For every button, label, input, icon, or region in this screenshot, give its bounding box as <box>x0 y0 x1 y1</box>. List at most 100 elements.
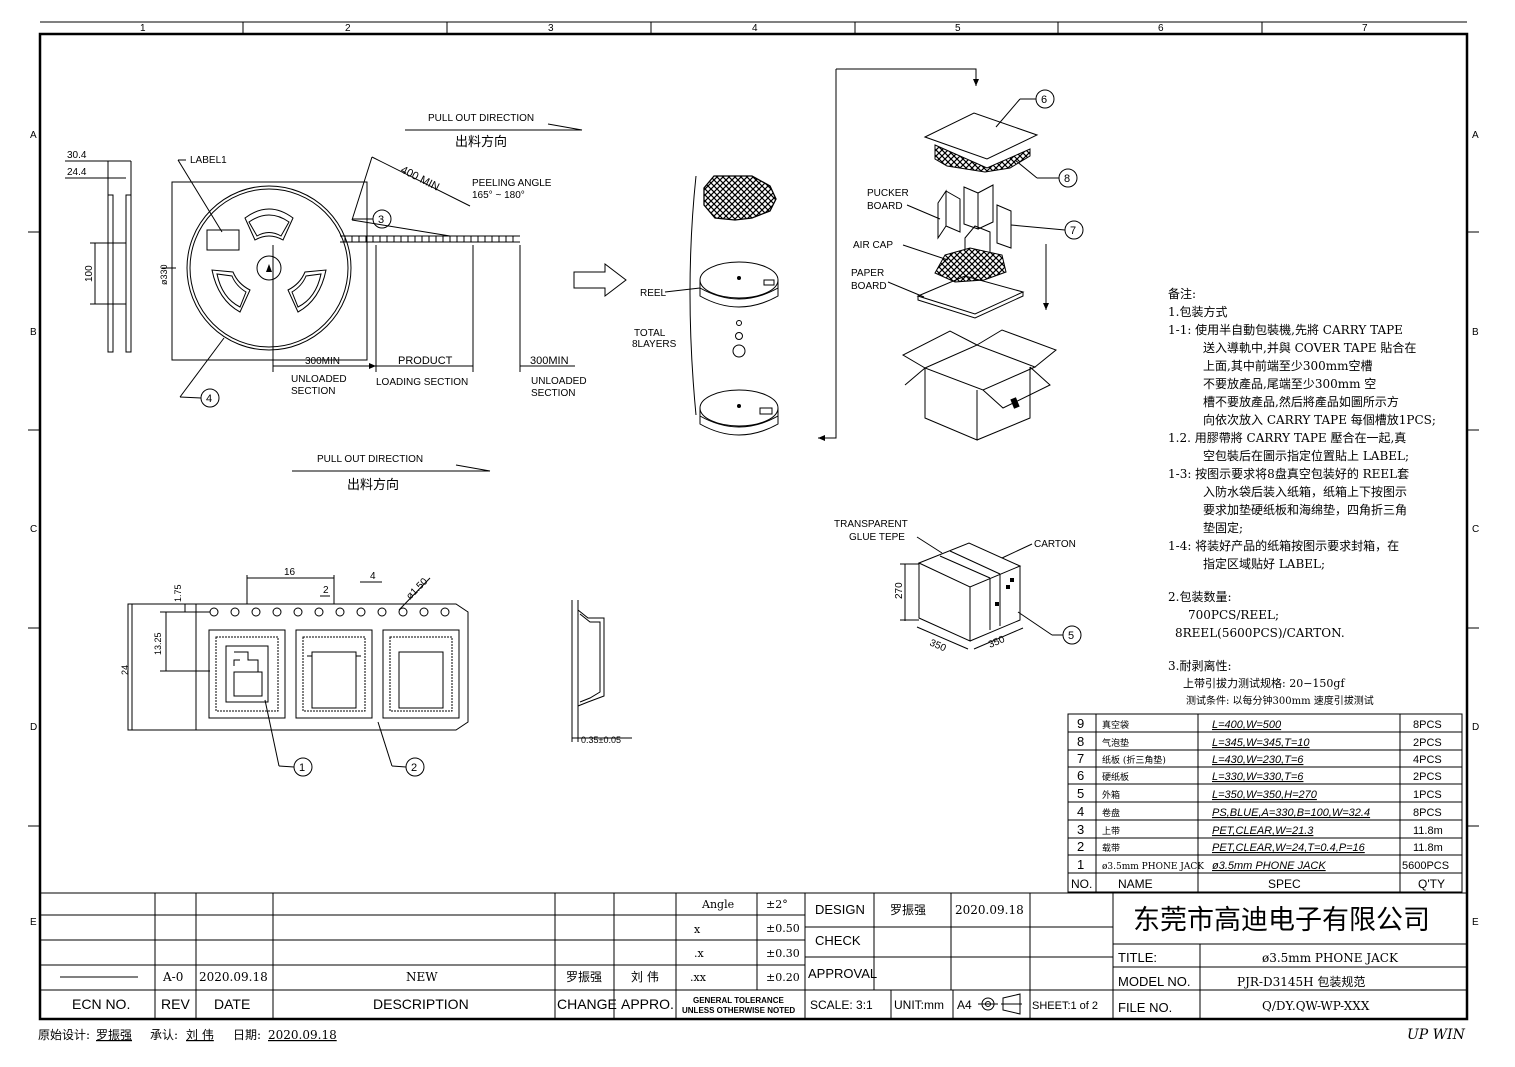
file-label: FILE NO. <box>1118 1000 1172 1015</box>
zone-row-d: D <box>30 722 37 733</box>
air-cap-label: AIR CAP <box>853 240 893 251</box>
dim-300min-left: 300MIN <box>305 356 340 367</box>
rev-change: 罗振强 <box>566 970 602 984</box>
rev-appro: 刘 伟 <box>631 970 659 984</box>
dim-2: 2 <box>323 585 329 596</box>
footer-designer-label: 原始设计: <box>38 1028 90 1042</box>
header-appro: APPRO. <box>621 996 674 1012</box>
bom-name: 外箱 <box>1102 789 1120 801</box>
zone-row-a: A <box>30 130 37 141</box>
svg-text:3: 3 <box>378 214 384 226</box>
footer: 原始设计: 罗振强 承认: 刘 伟 日期: 2020.09.18 UP WIN <box>38 1027 1466 1043</box>
transparent-tape-2: GLUE TEPE <box>849 532 905 543</box>
tol-angle-value: ±2° <box>766 898 788 911</box>
pull-out-direction-2: PULL OUT DIRECTION 出料方向 <box>292 454 491 493</box>
bom-spec: ø3.5mm PHONE JACK <box>1212 860 1326 872</box>
bom-qty: 8PCS <box>1413 807 1442 819</box>
bom-qty: 5600PCS <box>1402 860 1449 872</box>
notes-line: 空包裝后在圖示指定位置貼上 LABEL; <box>1203 448 1409 463</box>
zone-row-c-right: C <box>1472 524 1479 535</box>
bom-name: ø3.5mm PHONE JACK <box>1102 862 1204 872</box>
title-block: Angle ±2° x ±0.50 .x ±0.30 .xx ±0.20 GEN… <box>40 892 1467 1019</box>
paper-board-2: BOARD <box>851 281 887 292</box>
model-label: MODEL NO. <box>1118 974 1190 989</box>
notes-line: 不要放產品,尾端至少300mm 空 <box>1203 376 1376 391</box>
zone-col-7: 7 <box>1362 23 1368 34</box>
brand-mark: UP WIN <box>1407 1027 1466 1043</box>
bom-no: 3 <box>1077 822 1084 837</box>
pull-out-cn-2: 出料方向 <box>347 477 399 493</box>
bom-no: 9 <box>1077 716 1084 731</box>
dim-30-4: 30.4 <box>67 150 87 161</box>
bom-name: 上带 <box>1102 826 1120 837</box>
zone-col-6: 6 <box>1158 23 1164 34</box>
dim-24-4: 24.4 <box>67 167 87 178</box>
notes-line: 1-3: 按图示要求将8盘真空包装好的 REEL套 <box>1168 466 1409 481</box>
dim-hole: ø1.50 <box>404 576 430 602</box>
paper-board-1: PAPER <box>851 268 884 279</box>
notes-line: 送入導軌中,并與 COVER TAPE 貼合在 <box>1203 340 1416 355</box>
bom-spec: L=345,W=345,T=10 <box>1212 737 1310 749</box>
dim-1-75: 1.75 <box>173 584 183 602</box>
notes-line: 备注: <box>1168 286 1196 301</box>
tol-note-1: GENERAL TOLERANCE <box>693 996 784 1005</box>
transparent-tape-1: TRANSPARENT <box>834 519 908 530</box>
tol-x-value: ±0.50 <box>766 922 800 935</box>
bom-qty: 2PCS <box>1413 771 1442 783</box>
peeling-angle-value: 165° ~ 180° <box>472 190 525 201</box>
notes-line: 上带引拔力测试规格: 20−150gf <box>1183 676 1345 690</box>
bom-qty: 1PCS <box>1413 789 1442 801</box>
zone-col-5: 5 <box>955 23 961 34</box>
unloaded-right-2: SECTION <box>531 388 575 399</box>
reel-front-view: ø330 LABEL1 <box>159 155 368 361</box>
dim-product: PRODUCT <box>398 355 453 367</box>
title-value: ø3.5mm PHONE JACK <box>1262 951 1399 965</box>
notes-line: 1.包装方式 <box>1168 304 1227 319</box>
notes-line: 槽不要放產品,然后將產品如圖所示方 <box>1203 394 1399 409</box>
sheet-label: SHEET:1 of 2 <box>1032 1000 1098 1012</box>
label1-callout: LABEL1 <box>190 155 227 166</box>
bom-name: 载带 <box>1102 842 1120 854</box>
total-layers-1: TOTAL <box>634 328 666 339</box>
dim-270: 270 <box>894 582 905 599</box>
title-label: TITLE: <box>1118 950 1157 965</box>
zone-col-2: 2 <box>345 23 351 34</box>
rev-value: A-0 <box>162 970 183 984</box>
header-rev: REV <box>161 996 190 1012</box>
unloaded-left-2: SECTION <box>291 386 335 397</box>
notes-line: 8REEL(5600PCS)/CARTON. <box>1175 626 1345 640</box>
balloon-6: 6 <box>995 89 1055 128</box>
model-value: PJR-D3145H 包装规范 <box>1237 974 1365 989</box>
pull-out-direction-1: PULL OUT DIRECTION 出料方向 <box>405 113 583 150</box>
balloon-3: 3 <box>352 209 392 229</box>
bom-name: 纸板 (折三角垫) <box>1102 754 1166 766</box>
dim-13-25: 13.25 <box>153 632 163 655</box>
svg-text:7: 7 <box>1070 225 1076 237</box>
zone-row-e: E <box>30 917 37 928</box>
bom-name: 卷盘 <box>1102 807 1120 819</box>
unit-label: UNIT:mm <box>894 998 944 1012</box>
footer-approver-label: 承认: <box>150 1028 178 1042</box>
balloon-8: 8 <box>1014 159 1078 188</box>
bom-no: 7 <box>1077 751 1084 766</box>
rev-date: 2020.09.18 <box>199 970 268 984</box>
tol-angle-label: Angle <box>701 898 734 911</box>
zone-row-d-right: D <box>1472 722 1479 733</box>
bom-spec: PET,CLEAR,W=21.3 <box>1212 825 1314 837</box>
svg-text:1: 1 <box>299 762 305 774</box>
dim-thickness: 0.35±0.05 <box>581 735 621 745</box>
dim-400-min: 400 MIN <box>399 164 442 194</box>
bom-spec: L=350,W=350,H=270 <box>1212 789 1318 801</box>
balloon-7: 7 <box>1010 220 1084 240</box>
balloon-1: 1 <box>264 699 313 777</box>
pull-out-en-1: PULL OUT DIRECTION <box>428 113 534 124</box>
projection-symbol-icon <box>978 993 1022 1015</box>
bom-no: 5 <box>1077 786 1084 801</box>
svg-text:6: 6 <box>1041 94 1047 106</box>
zone-row-b-right: B <box>1472 327 1479 338</box>
bom-qty: 8PCS <box>1413 719 1442 731</box>
svg-text:4: 4 <box>206 393 212 405</box>
bom-header-qty: Q'TY <box>1418 877 1445 891</box>
zone-ruler: 1 2 3 4 5 6 7 A B C D E A B C D E <box>28 21 1479 928</box>
rev-description: NEW <box>406 970 438 984</box>
